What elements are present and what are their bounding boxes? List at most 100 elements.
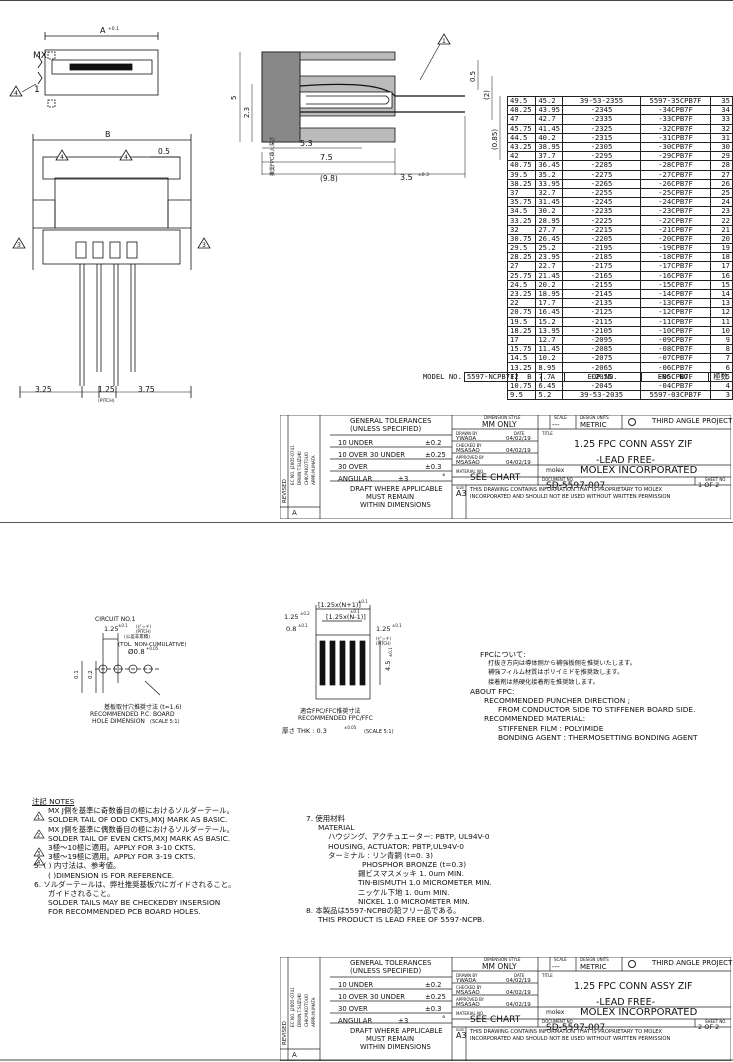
- note-line: ( )DIMENSION IS FOR REFERENCE.: [48, 870, 175, 880]
- fpc-caption: RECOMMENDED FPC/FFC: [298, 715, 373, 722]
- note-line: ニッケル下地 1. 0um MIN.: [358, 887, 450, 897]
- chart-cell: -29CPB7F: [639, 151, 712, 162]
- chart-cell: 13.25: [506, 362, 537, 373]
- tb-molex: molex: [546, 1009, 565, 1016]
- tb-tol-1: 10 OVER 30 UNDER: [338, 451, 405, 459]
- chart-cell: -2325: [562, 123, 641, 134]
- tb-draft3: WITHIN DIMENSIONS: [360, 1043, 431, 1051]
- header-eng: ENG. NO.: [640, 371, 710, 383]
- tb-material-label: MATERIAL NO.: [456, 469, 485, 474]
- dim-A-label: A: [100, 26, 106, 35]
- chart-cell: -06CPB7F: [639, 362, 712, 373]
- chart-cell: 27: [506, 261, 537, 272]
- chart-cell: -27CPB7F: [639, 169, 712, 180]
- tb-draft3: WITHIN DIMENSIONS: [360, 501, 431, 509]
- tb-prop2: INCORPORATED AND SHOULD NOT BE USED WITH…: [470, 1036, 671, 1042]
- tb-title1: 1.25 FPC CONN ASSY ZIF: [574, 439, 693, 450]
- tb-appr: APPR:M.IMATA: [311, 455, 316, 485]
- tb-prop1: THIS DRAWING CONTAINS INFORMATION THAT I…: [470, 1029, 663, 1035]
- tb-approvedby: MSASAO: [456, 1002, 480, 1008]
- note-line: 錫ビスマスメッキ 1. 0um MIN.: [358, 869, 465, 879]
- chart-cell: 29: [710, 151, 733, 162]
- tb-company: MOLEX INCORPORATED: [580, 465, 698, 476]
- note-line: 3極〜10極に適用。APPLY FOR 3-10 CKTS.: [48, 843, 196, 853]
- chart-cell: 40.75: [506, 160, 537, 171]
- chart-cell: -23CPB7F: [639, 206, 712, 217]
- tb-tol-0v: ±0.2: [425, 439, 442, 447]
- tb-doc: SD-5597-007: [546, 481, 606, 491]
- chart-cell: -24CPB7F: [639, 197, 712, 208]
- chart-cell: -28CPB7F: [639, 160, 712, 171]
- tb-scale: ---: [552, 963, 560, 971]
- chart-cell: 33.95: [535, 178, 563, 189]
- fpc-1-25-left-tol: ±0.2: [300, 611, 310, 616]
- chart-cell: -33CPB7F: [639, 114, 712, 125]
- tb-draft1: DRAFT WHERE APPLICABLE: [350, 485, 443, 493]
- chart-cell: -31CPB7F: [639, 132, 712, 143]
- tb-angular: ANGULAR: [338, 475, 373, 483]
- header-edp: EDP.NO.: [563, 371, 642, 383]
- tb-checked-label: CHECKED BY: [456, 443, 482, 448]
- tb-molex: molex: [546, 467, 565, 474]
- callout-4-icon: 4: [119, 149, 133, 161]
- chart-cell: -11CPB7F: [639, 316, 712, 327]
- chart-cell: 20.75: [506, 307, 537, 318]
- tb-date-label: DATE: [514, 431, 525, 436]
- fpc-thickness: 厚さ THK : 0.3: [282, 727, 327, 735]
- chart-cell: 32: [710, 123, 733, 134]
- fpc-top-tol: ±0.1: [358, 599, 368, 604]
- dim-2-3: 2.3: [243, 107, 251, 118]
- chart-cell: 27.7: [535, 224, 563, 235]
- tb-ec: EC NO. J2005-0741: [290, 445, 295, 485]
- about-line-4: STIFFENER FILM : POLYIMIDE: [498, 723, 604, 733]
- note-line: SOLDER TAIL OF ODD CKTS,MXJ MARK AS BASI…: [48, 815, 228, 825]
- fpc-4-5-tol: ±0.1: [388, 647, 393, 657]
- svg-text:2: 2: [37, 833, 40, 839]
- tb-units: METRIC: [580, 421, 607, 429]
- circuit-no-1: CIRCUIT NO.1: [95, 616, 136, 623]
- note-line: MX J側を基準に偶数番目の極におけるソルダーテール。: [48, 824, 234, 834]
- dim-0-5-mid: 0.5: [158, 147, 170, 156]
- chart-cell: 25.75: [506, 270, 537, 281]
- chart-cell: -16CPB7F: [639, 270, 712, 281]
- connector-drawing: A +0.1 MX 1 4 1: [0, 0, 733, 404]
- dim-3-5: 3.5: [400, 173, 413, 182]
- about-jp-1: 打抜き方向は導体側から補強板側を推奨いたします。: [488, 660, 636, 668]
- tb-tol-0: 10 UNDER: [338, 439, 374, 447]
- chart-cell: -25CPB7F: [639, 187, 712, 199]
- side-section-view: [261, 51, 465, 143]
- chart-cell: 19.5: [506, 316, 537, 327]
- note-line: ガイドされること。: [48, 889, 115, 899]
- chart-cell: 14.5: [506, 353, 537, 364]
- tb-sheet-label: SHEET NO.: [705, 1019, 727, 1024]
- dim-1-25: 1.25: [98, 385, 115, 394]
- svg-text:4: 4: [14, 90, 18, 97]
- dim-5-3: 5.3: [300, 139, 313, 148]
- svg-text:1: 1: [442, 38, 446, 45]
- chart-cell: 29.5: [506, 242, 537, 254]
- tb-ec: EC NO. J2005-0741: [290, 987, 295, 1027]
- fpc-1-25-right-tol: ±0.1: [392, 623, 402, 628]
- chart-cell: 24: [710, 197, 733, 208]
- pcb-caption-jp: 基板取付穴推奨寸法 (t=1.6): [104, 703, 182, 711]
- note-2-icon: 2: [33, 829, 45, 839]
- chart-cell: -2265: [562, 178, 641, 189]
- tb-tol-2: 30 OVER: [338, 1005, 368, 1013]
- chart-cell: 38.25: [506, 178, 537, 189]
- tb-size: A3: [456, 489, 467, 498]
- model-no-label: MODEL NO.: [422, 372, 462, 382]
- chart-cell: 35.75: [506, 197, 537, 208]
- title-block-frame: [280, 415, 731, 519]
- chart-cell: -2125: [562, 307, 641, 318]
- dim-3-5-tol: ±0.3: [418, 172, 429, 178]
